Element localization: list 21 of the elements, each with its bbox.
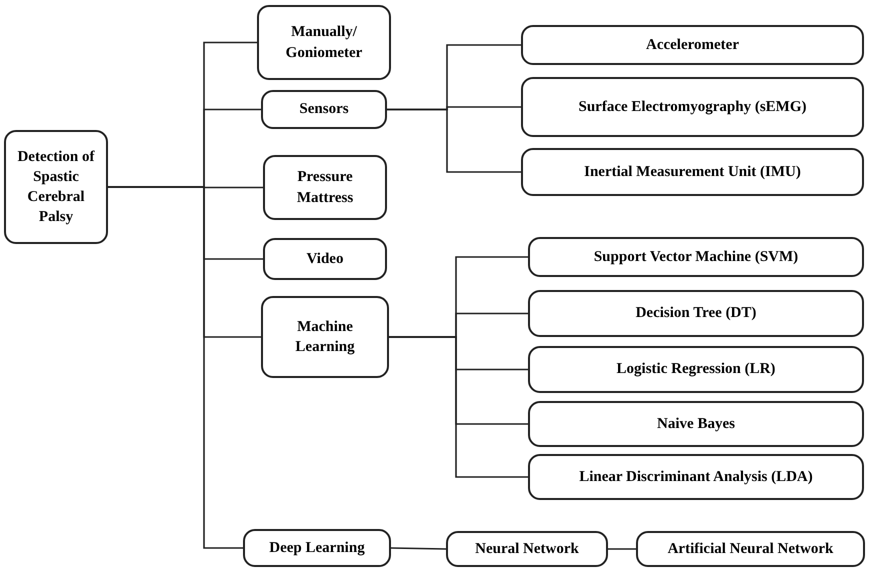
rounded-box: Logistic Regression (LR) <box>528 346 864 393</box>
rounded-box: Pressure Mattress <box>263 155 387 220</box>
rounded-box: Inertial Measurement Unit (IMU) <box>521 148 864 196</box>
rounded-box: Machine Learning <box>261 296 389 378</box>
rounded-box: Surface Electromyography (sEMG) <box>521 77 864 137</box>
rounded-box: Video <box>263 238 387 280</box>
rounded-box: Support Vector Machine (SVM) <box>528 237 864 277</box>
rounded-box: Linear Discriminant Analysis (LDA) <box>528 454 864 500</box>
rounded-box: Decision Tree (DT) <box>528 290 864 337</box>
rounded-box: Naive Bayes <box>528 401 864 447</box>
rounded-box: Neural Network <box>446 531 608 567</box>
connector-line <box>390 547 446 550</box>
rounded-box: Manually/ Goniometer <box>257 5 391 80</box>
rounded-box: Artificial Neural Network <box>636 531 865 567</box>
connector-line <box>387 108 521 173</box>
rounded-box: Accelerometer <box>521 25 864 65</box>
rounded-box: Deep Learning <box>243 529 391 567</box>
rounded-box: Detection of Spastic Cerebral Palsy <box>4 130 108 244</box>
connector-line <box>608 548 636 550</box>
rounded-box: Sensors <box>261 90 387 129</box>
connector-line <box>389 336 528 478</box>
